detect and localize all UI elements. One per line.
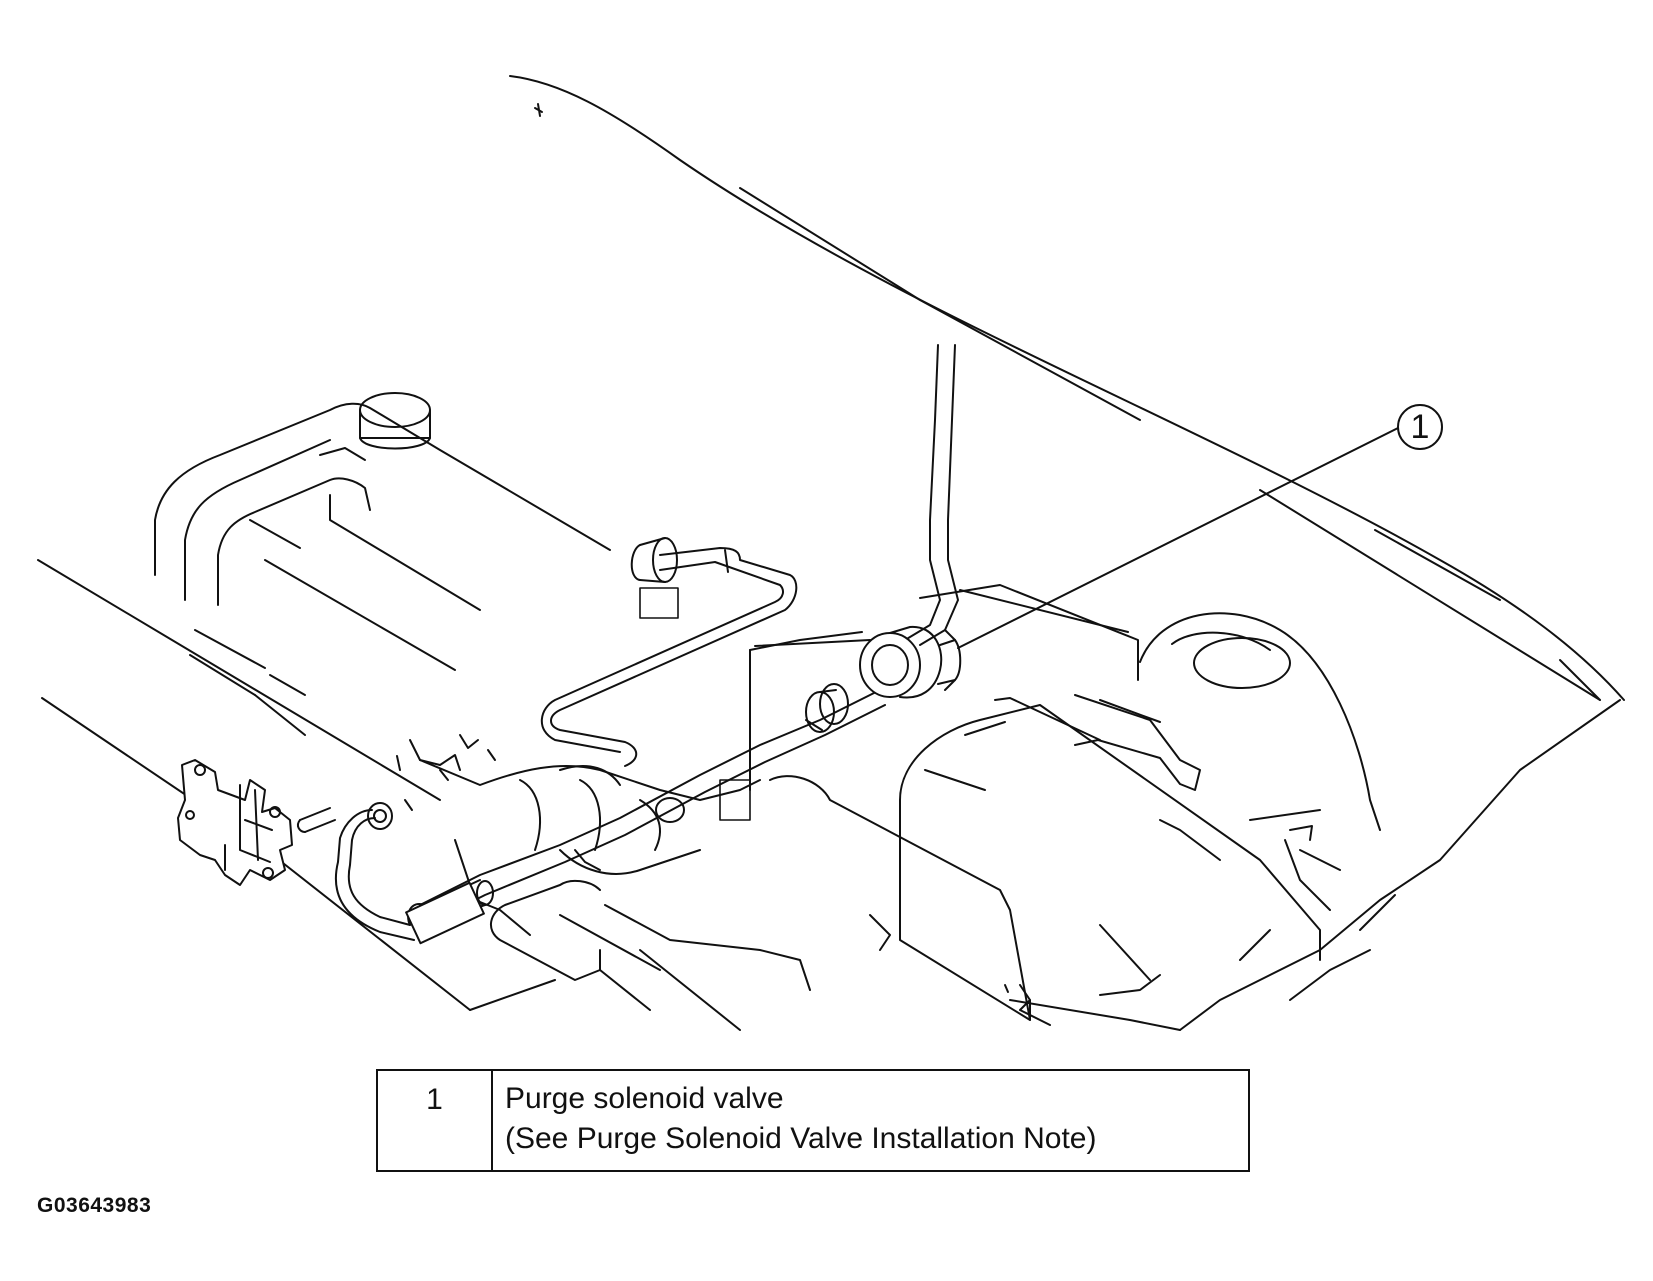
legend-item-description: Purge solenoid valve (See Purge Solenoid… <box>493 1071 1248 1170</box>
purge-solenoid-valve <box>859 625 962 699</box>
legend-item-number: 1 <box>378 1071 493 1170</box>
cylinder-head-cover <box>154 392 611 671</box>
figure-id: G03643983 <box>37 1194 152 1217</box>
hood-rod <box>904 344 959 646</box>
front-body <box>469 699 1621 1031</box>
hood-outline <box>509 75 1625 701</box>
purge-hose <box>296 683 886 945</box>
air-cleaner <box>899 704 1341 1026</box>
battery-tray <box>749 584 1381 831</box>
vacuum-pipe <box>540 537 798 767</box>
legend-item-name: Purge solenoid valve <box>505 1082 784 1115</box>
mounting-bracket <box>177 759 293 886</box>
legend-item-note: (See Purge Solenoid Valve Installation N… <box>505 1122 1097 1155</box>
callout-leader <box>957 404 1443 649</box>
detail-marks <box>396 734 1009 993</box>
legend-table: 1 Purge solenoid valve (See Purge Soleno… <box>376 1069 1250 1172</box>
callout-1-label: 1 <box>1410 408 1430 446</box>
